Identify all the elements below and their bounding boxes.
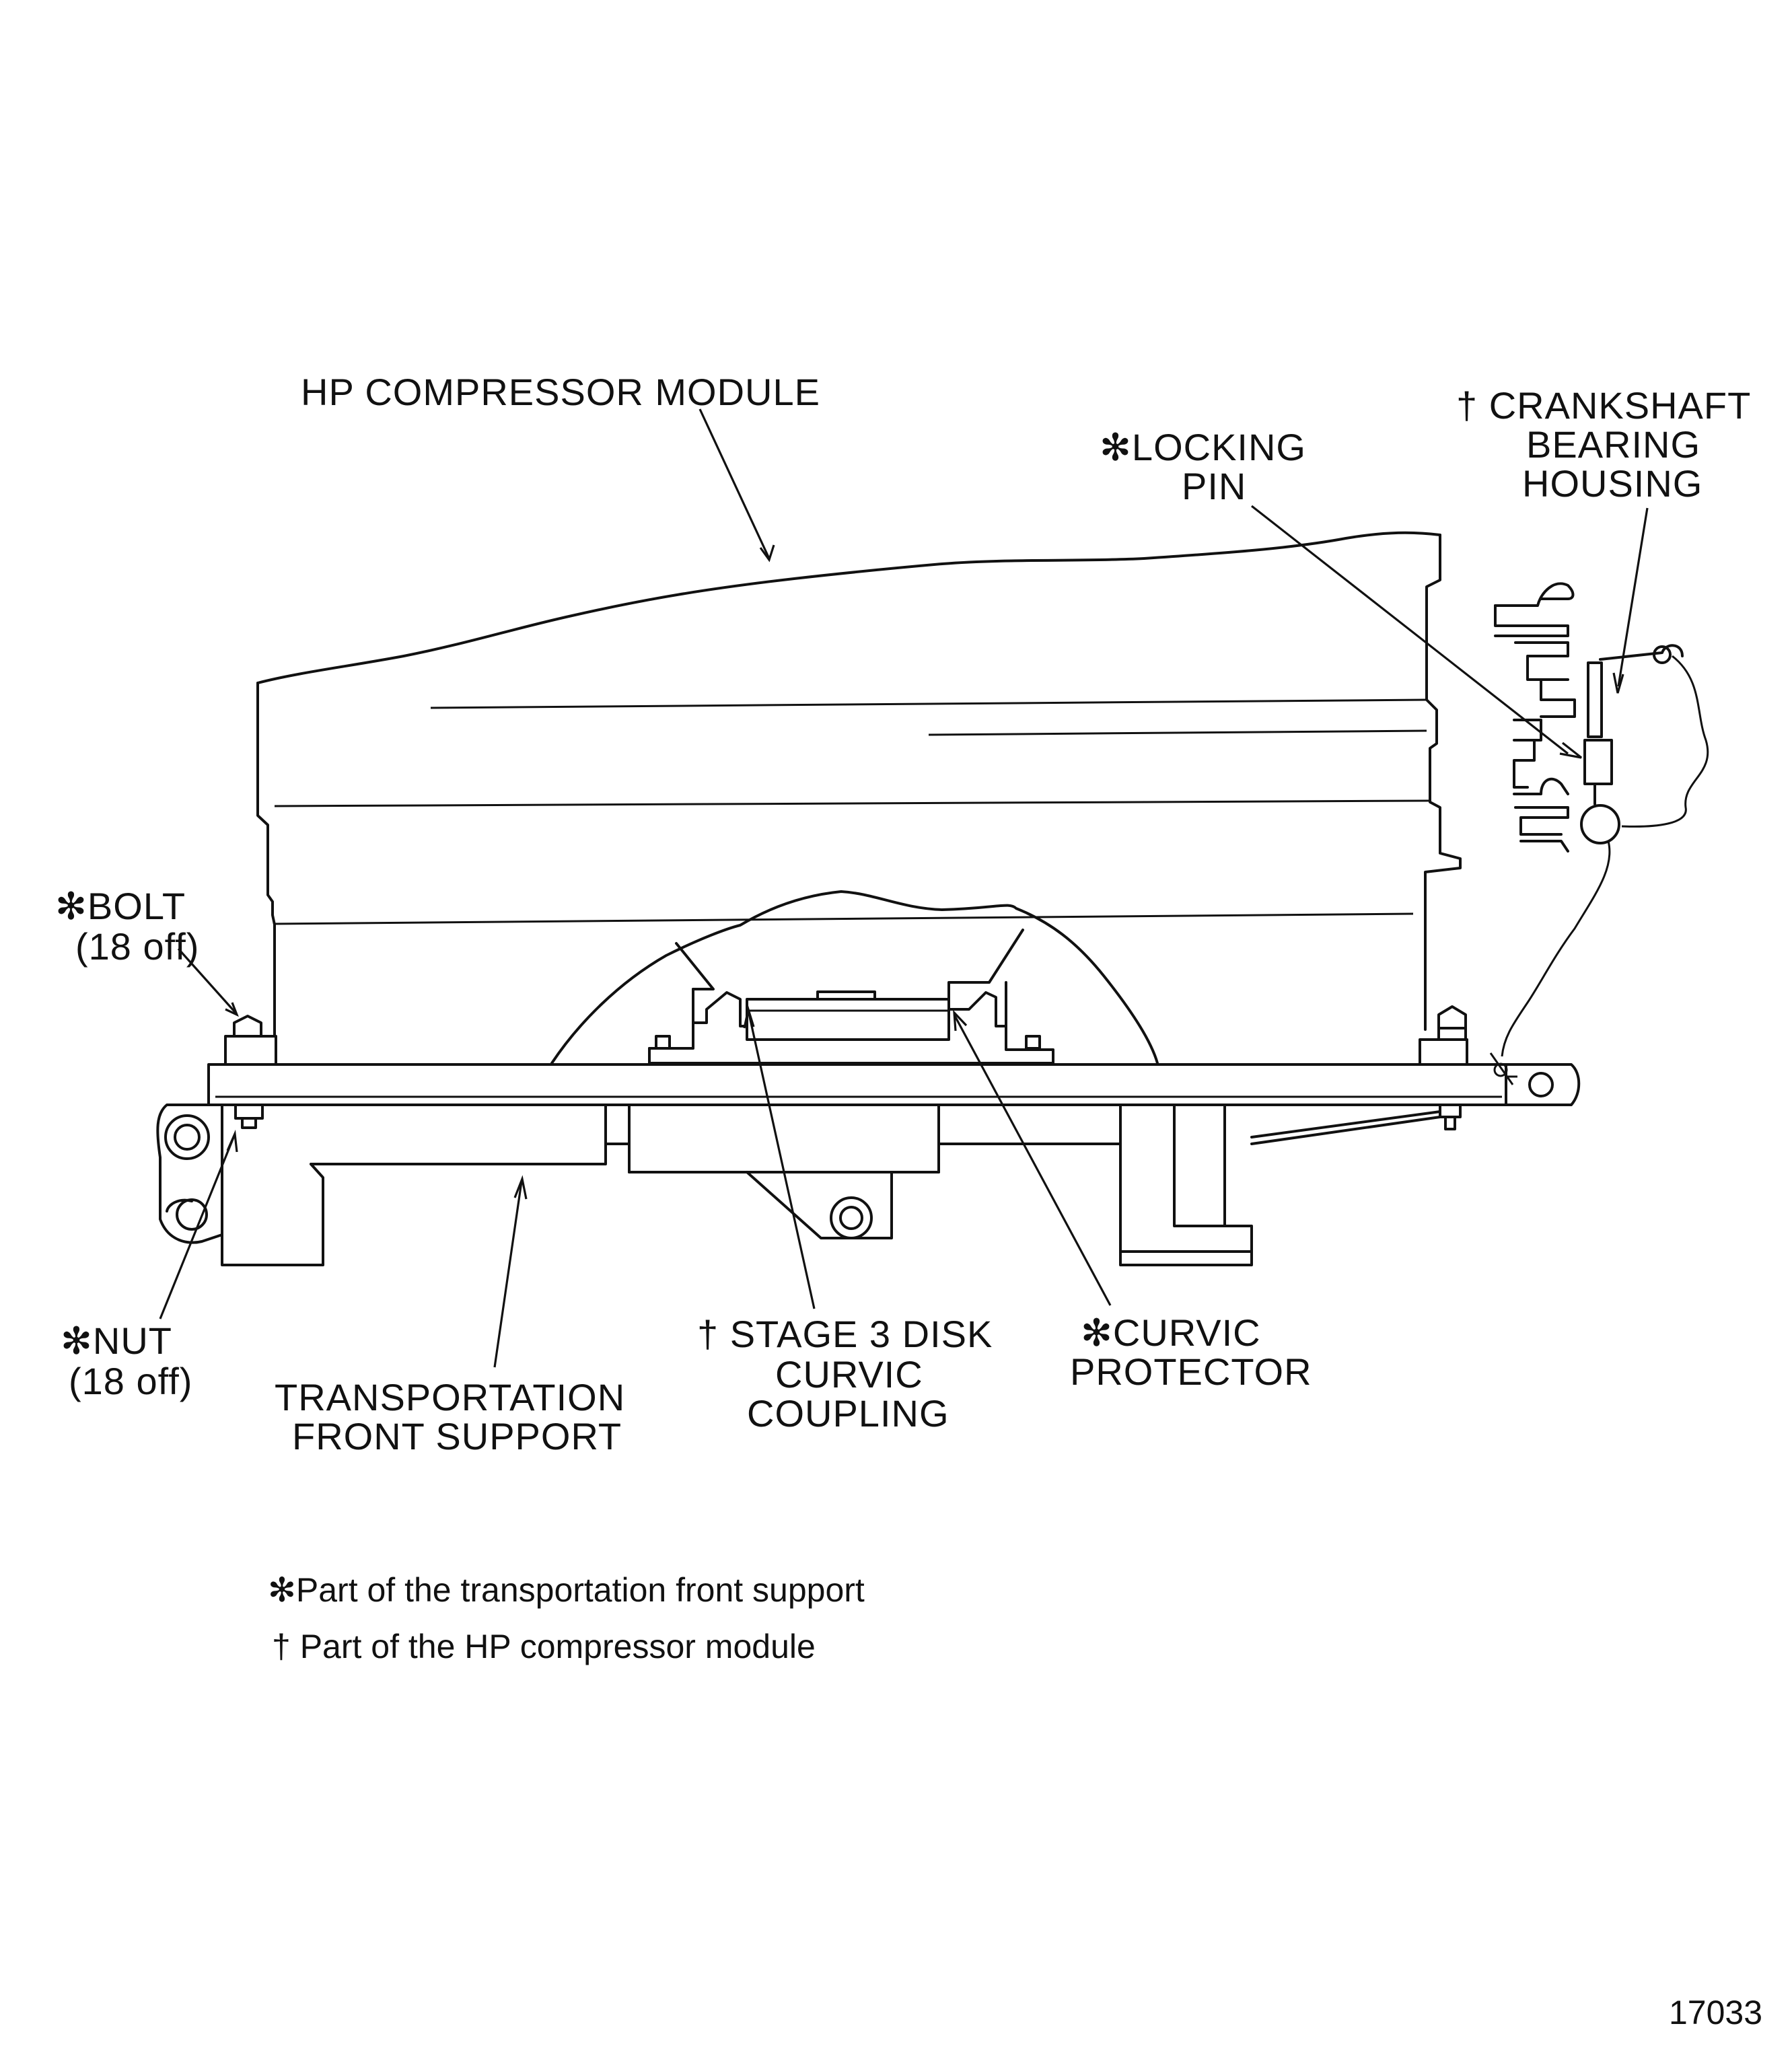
label-crankshaft-line3: HOUSING: [1522, 462, 1703, 505]
label-bolt-line2: (18 off): [75, 925, 199, 968]
hp-compressor-module-drawing: [256, 531, 1462, 1038]
label-stage3-line1: † STAGE 3 DISK: [697, 1313, 993, 1355]
locking-pin-assembly-drawing: [1489, 582, 1709, 1085]
legend-dagger-note: † Part of the HP compressor module: [272, 1628, 816, 1665]
label-hp-compressor-module: HP COMPRESSOR MODULE: [301, 371, 820, 413]
legend-asterisk-note: ✻Part of the transportation front suppor…: [268, 1571, 865, 1609]
callout-labels: HP COMPRESSOR MODULE † CRANKSHAFT BEARIN…: [55, 371, 1751, 1457]
transportation-front-support-drawing: [156, 1005, 1581, 1266]
label-stage3-line3: COUPLING: [747, 1392, 949, 1435]
label-bolt-line1: ✻BOLT: [55, 885, 186, 927]
label-curvic-protector-line2: PROTECTOR: [1070, 1350, 1312, 1393]
label-crankshaft-line2: BEARING: [1526, 423, 1700, 466]
label-transportation-line2: FRONT SUPPORT: [292, 1415, 622, 1457]
label-nut-line2: (18 off): [69, 1360, 192, 1402]
label-crankshaft-line1: † CRANKSHAFT: [1456, 384, 1751, 427]
label-locking-pin-line1: ✻LOCKING: [1100, 426, 1306, 468]
figure-number: 17033: [1669, 1994, 1762, 2031]
curvic-cutaway-drawing: [550, 890, 1159, 1064]
label-stage3-line2: CURVIC: [775, 1353, 923, 1396]
label-nut-line1: ✻NUT: [61, 1319, 172, 1362]
label-curvic-protector-line1: ✻CURVIC: [1081, 1311, 1261, 1354]
label-transportation-line1: TRANSPORTATION: [275, 1376, 625, 1418]
label-locking-pin-line2: PIN: [1182, 465, 1246, 507]
legend: ✻Part of the transportation front suppor…: [268, 1571, 865, 1665]
leader-lines: [159, 408, 1649, 1368]
